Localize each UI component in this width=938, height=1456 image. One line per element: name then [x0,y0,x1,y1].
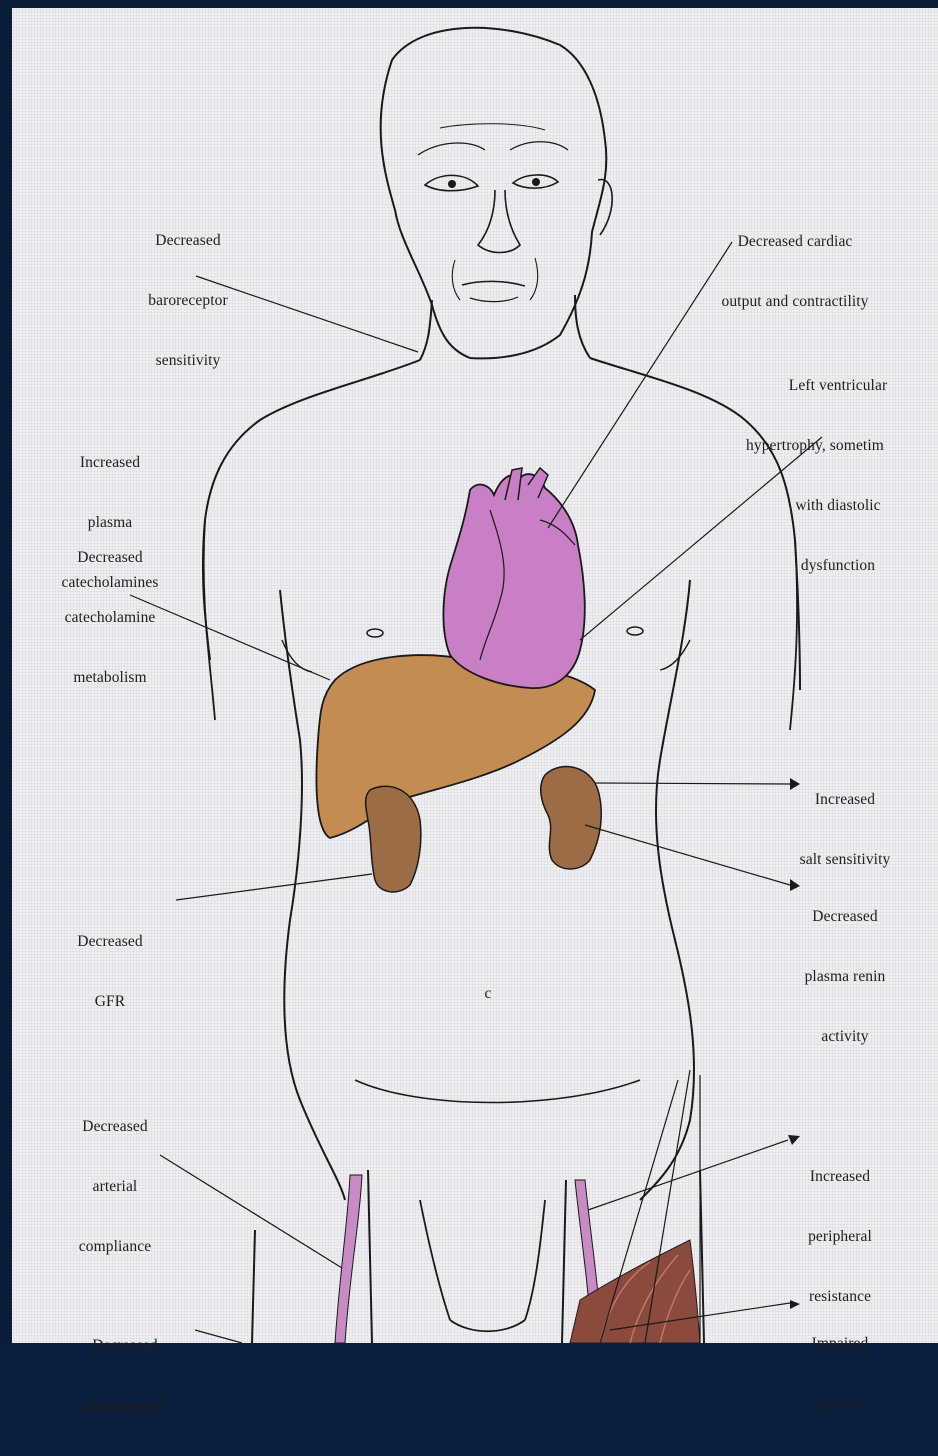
label-lvh: Left ventricular hypertrophy, sometim wi… [738,336,938,616]
label-line: Increased [770,790,920,810]
label-line: sensitivity [108,351,268,371]
label-line: Left ventricular [738,376,938,396]
label-line: metabolism [30,668,190,688]
label-line: c [478,984,498,1004]
label-renin: Decreased plasma renin activity [770,867,920,1087]
label-line: output and contractility [680,292,910,312]
label-glucose: Impaired glucose [785,1294,895,1454]
label-line: catecholamine [30,608,190,628]
label-line: Decreased [30,548,190,568]
label-catecholamine-metabolism: Decreased catecholamine metabolism [30,508,190,728]
label-line: dysfunction [738,556,938,576]
label-adrenoceptor: Decreased adrenoceptor [50,1296,200,1456]
label-line: peripheral [780,1227,900,1247]
label-line: Decreased cardiac [680,232,910,252]
label-line: Increased [780,1167,900,1187]
label-baroreceptor: Decreased baroreceptor sensitivity [108,191,268,411]
label-line: compliance [45,1237,185,1257]
heart [443,474,584,688]
label-gfr: Decreased GFR [55,892,165,1052]
head-outline [381,28,607,359]
label-arterial-compliance: Decreased arterial compliance [45,1077,185,1297]
navel-mark: c [478,944,498,1044]
label-line: glucose [785,1394,895,1414]
left-kidney [366,786,421,892]
label-line: Decreased [770,907,920,927]
label-line: plasma renin [770,967,920,987]
label-line: Impaired [785,1334,895,1354]
label-line: hypertrophy, sometim [738,436,938,456]
label-cardiac-output: Decreased cardiac output and contractili… [680,192,910,352]
label-line: Decreased [45,1117,185,1137]
label-line: Increased [30,453,190,473]
label-line: with diastolic [738,496,938,516]
label-line: activity [770,1027,920,1047]
diagram-stage: Decreased baroreceptor sensitivity Decre… [0,0,938,1343]
label-line: baroreceptor [108,291,268,311]
label-line: arterial [45,1177,185,1197]
left-leg-artery [335,1175,362,1343]
label-line: GFR [55,992,165,1012]
mouth [462,281,525,286]
right-kidney [541,767,602,869]
nose [478,190,520,253]
label-line: Decreased [50,1336,200,1356]
label-line: Decreased [55,932,165,952]
label-line: adrenoceptor [50,1396,200,1416]
label-line: Decreased [108,231,268,251]
